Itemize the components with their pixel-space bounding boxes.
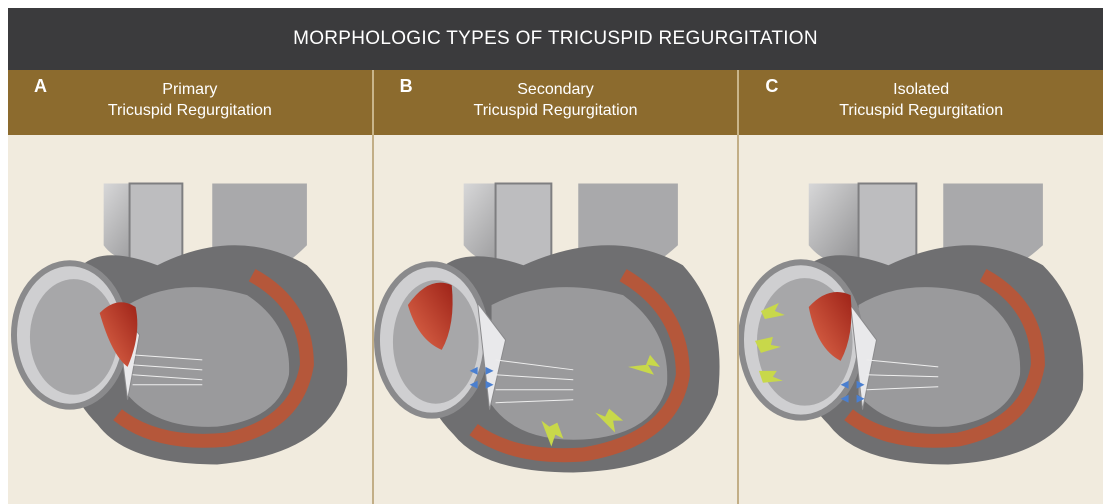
panel-title-line1: Primary xyxy=(8,79,372,100)
panels xyxy=(8,135,1103,504)
panel-title: Primary Tricuspid Regurgitation xyxy=(8,79,372,121)
panel-c xyxy=(739,135,1103,504)
panel-b xyxy=(374,135,740,504)
panel-a xyxy=(8,135,374,504)
heart-illustration-isolated xyxy=(739,135,1103,504)
panel-title-line2: Tricuspid Regurgitation xyxy=(739,100,1103,121)
panel-header-b: B Secondary Tricuspid Regurgitation xyxy=(374,70,740,135)
panel-header-row: A Primary Tricuspid Regurgitation B Seco… xyxy=(8,70,1103,135)
panel-header-c: C Isolated Tricuspid Regurgitation xyxy=(739,70,1103,135)
panel-title-line2: Tricuspid Regurgitation xyxy=(8,100,372,121)
heart-illustration-primary xyxy=(8,135,372,504)
atrium-cavity xyxy=(30,279,118,395)
panel-title: Isolated Tricuspid Regurgitation xyxy=(739,79,1103,121)
heart-illustration-secondary xyxy=(374,135,738,504)
panel-title-line2: Tricuspid Regurgitation xyxy=(374,100,738,121)
figure-title: MORPHOLOGIC TYPES OF TRICUSPID REGURGITA… xyxy=(8,8,1103,70)
panel-title-line1: Isolated xyxy=(739,79,1103,100)
panel-title: Secondary Tricuspid Regurgitation xyxy=(374,79,738,121)
panel-title-line1: Secondary xyxy=(374,79,738,100)
panel-header-a: A Primary Tricuspid Regurgitation xyxy=(8,70,374,135)
figure: MORPHOLOGIC TYPES OF TRICUSPID REGURGITA… xyxy=(8,8,1103,504)
